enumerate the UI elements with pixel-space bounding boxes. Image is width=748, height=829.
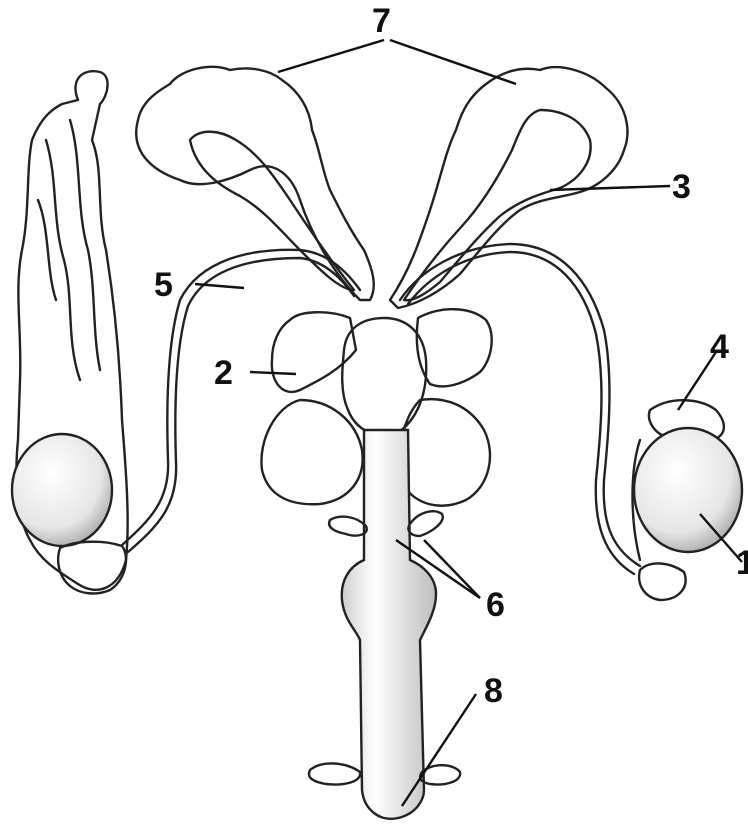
right-testis [633,400,743,600]
label-2: 2 [214,354,233,392]
label-6: 6 [486,586,505,624]
label-5: 5 [154,266,173,304]
leader-lines [195,40,742,806]
label-8: 8 [484,672,503,710]
left-testis-ball [12,434,112,546]
bladder [342,318,426,436]
label-7: 7 [372,2,391,40]
label-3: 3 [672,168,691,206]
label-4: 4 [710,328,729,366]
label-1: 1 [736,544,748,582]
urethra-shaft [342,430,436,819]
left-tail-knob [58,542,126,594]
